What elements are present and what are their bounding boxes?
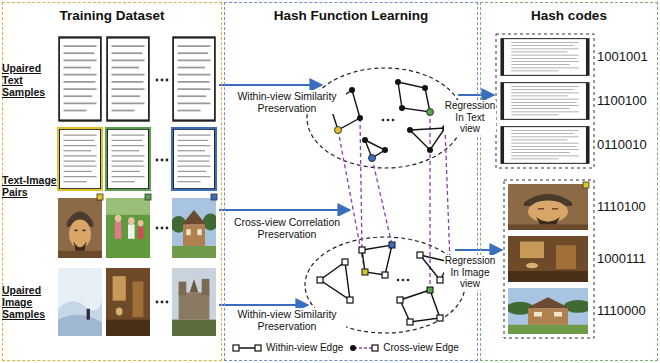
panel-title: Training Dataset bbox=[3, 8, 221, 23]
legend-item: Cross-view Edge bbox=[349, 342, 459, 353]
row-label: Upaired Image Samples bbox=[2, 284, 57, 320]
arrow-label: Cross-view Correlation Preservation bbox=[228, 216, 346, 240]
hash-code: 1000111 bbox=[597, 252, 655, 267]
legend-sample bbox=[232, 343, 262, 353]
hash-code: 1110100 bbox=[597, 200, 655, 215]
hash-code: 1110000 bbox=[597, 304, 655, 319]
row-label: Text-Image Pairs bbox=[2, 174, 57, 198]
legend-text: Cross-view Edge bbox=[383, 342, 459, 353]
arrow-label: Regression In Image view bbox=[444, 255, 496, 290]
panel-title: Hash codes bbox=[481, 8, 657, 23]
legend: Within-view Edge Cross-view Edge bbox=[232, 342, 465, 353]
hash-code: 0110010 bbox=[597, 138, 655, 153]
hash-code: 1001001 bbox=[597, 50, 655, 65]
legend-text: Within-view Edge bbox=[266, 342, 343, 353]
legend-item: Within-view Edge bbox=[232, 342, 343, 353]
row-label: Upaired Text Samples bbox=[2, 62, 57, 98]
arrow-label: Regression In Text view bbox=[444, 100, 496, 135]
hash-code: 1100100 bbox=[597, 94, 655, 109]
panel-title: Hash Function Learning bbox=[225, 8, 477, 23]
arrow-label: Within-view Similarity Preservation bbox=[228, 308, 346, 332]
arrow-label: Within-view Similarity Preservation bbox=[228, 90, 346, 114]
legend-sample bbox=[349, 343, 379, 353]
